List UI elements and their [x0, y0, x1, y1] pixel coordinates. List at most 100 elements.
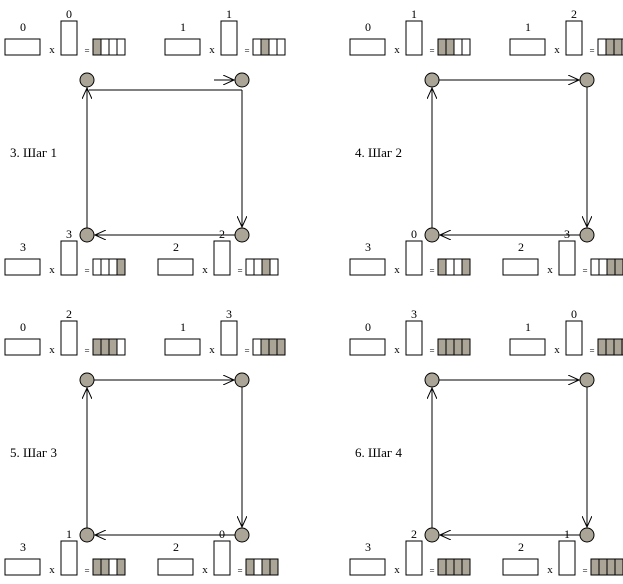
row-vector-box	[349, 558, 386, 576]
operand-label: 0	[219, 527, 225, 541]
operand-label: 0	[365, 20, 371, 34]
step-title: 3. Шаг 1	[10, 145, 57, 160]
result-cell-filled	[92, 338, 102, 356]
node-top-left	[79, 372, 95, 388]
vector-multiplication-group: 3x0=	[349, 227, 471, 276]
operand-label: 3	[365, 240, 371, 254]
equals-symbol: =	[582, 266, 587, 276]
times-symbol: x	[49, 564, 55, 576]
result-cell-filled	[461, 558, 471, 576]
equals-symbol: =	[84, 346, 89, 356]
operand-label: 3	[226, 307, 232, 321]
result-cell-filled	[269, 558, 279, 576]
result-cell-filled	[605, 338, 615, 356]
node-top-right	[579, 72, 595, 88]
operand-label: 1	[564, 527, 570, 541]
operand-label: 1	[525, 20, 531, 34]
result-cell-filled	[437, 38, 447, 56]
vector-multiplication-group: 0x0=	[4, 7, 126, 56]
row-vector-box	[502, 258, 539, 276]
result-cell-filled	[598, 558, 608, 576]
vector-multiplication-group: 2x2=	[157, 227, 279, 276]
equals-symbol: =	[589, 346, 594, 356]
result-cell-empty	[252, 38, 262, 56]
result-cell-filled	[260, 338, 270, 356]
operand-label: 0	[365, 320, 371, 334]
vector-multiplication-group: 0x3=	[349, 307, 471, 356]
column-vector-box	[60, 540, 78, 576]
node-top-left	[79, 72, 95, 88]
result-cell-empty	[276, 38, 286, 56]
result-cell-filled	[453, 338, 463, 356]
result-cell-filled	[261, 558, 271, 576]
result-cell-filled	[100, 338, 110, 356]
operand-label: 2	[173, 540, 179, 554]
result-cell-filled	[445, 38, 455, 56]
vector-multiplication-group: 2x3=	[502, 227, 623, 276]
result-cell-empty	[108, 258, 118, 276]
operand-label: 3	[20, 540, 26, 554]
column-vector-box	[60, 320, 78, 356]
times-symbol: x	[394, 44, 400, 56]
result-cell-empty	[108, 38, 118, 56]
equals-symbol: =	[429, 266, 434, 276]
result-cell-empty	[461, 38, 471, 56]
vector-multiplication-group: 3x2=	[349, 527, 471, 576]
result-cell-filled	[268, 338, 278, 356]
result-cell-filled	[437, 338, 447, 356]
times-symbol: x	[394, 564, 400, 576]
times-symbol: x	[554, 344, 560, 356]
operand-label: 2	[173, 240, 179, 254]
row-vector-box	[502, 558, 539, 576]
result-cell-empty	[445, 258, 455, 276]
result-cell-empty	[252, 338, 262, 356]
result-cell-filled	[613, 38, 623, 56]
result-cell-filled	[597, 338, 607, 356]
times-symbol: x	[49, 44, 55, 56]
row-vector-box	[4, 38, 41, 56]
row-vector-box	[4, 338, 41, 356]
row-vector-box	[157, 258, 194, 276]
operand-label: 1	[411, 7, 417, 21]
times-symbol: x	[202, 264, 208, 276]
operand-label: 3	[411, 307, 417, 321]
operand-label: 2	[571, 7, 577, 21]
operand-label: 1	[226, 7, 232, 21]
operand-label: 3	[66, 227, 72, 241]
result-cell-empty	[116, 338, 126, 356]
result-cell-filled	[437, 558, 447, 576]
column-vector-box	[558, 540, 576, 576]
row-vector-box	[157, 558, 194, 576]
equals-symbol: =	[244, 346, 249, 356]
result-cell-filled	[92, 38, 102, 56]
node-bottom-left	[424, 227, 440, 243]
vector-multiplication-group: 1x0=	[509, 307, 623, 356]
vector-multiplication-group: 2x0=	[157, 527, 279, 576]
result-cell-empty	[598, 258, 608, 276]
result-cell-filled	[614, 558, 623, 576]
operand-label: 2	[518, 240, 524, 254]
times-symbol: x	[547, 564, 553, 576]
row-vector-box	[4, 258, 41, 276]
result-cell-filled	[261, 258, 271, 276]
result-cell-filled	[605, 38, 615, 56]
row-vector-box	[164, 38, 201, 56]
column-vector-box	[405, 540, 423, 576]
operand-label: 1	[180, 320, 186, 334]
result-cell-empty	[100, 38, 110, 56]
node-bottom-left	[424, 527, 440, 543]
equals-symbol: =	[84, 266, 89, 276]
result-cell-filled	[606, 258, 616, 276]
equals-symbol: =	[429, 46, 434, 56]
node-bottom-left	[79, 527, 95, 543]
node-top-right	[234, 72, 250, 88]
vector-multiplication-group: 1x3=	[164, 307, 286, 356]
result-cell-empty	[92, 258, 102, 276]
result-cell-filled	[445, 338, 455, 356]
result-cell-filled	[100, 558, 110, 576]
result-cell-filled	[437, 258, 447, 276]
node-bottom-left	[79, 227, 95, 243]
vector-multiplication-group: 2x1=	[502, 527, 623, 576]
operand-label: 1	[525, 320, 531, 334]
row-vector-box	[4, 558, 41, 576]
